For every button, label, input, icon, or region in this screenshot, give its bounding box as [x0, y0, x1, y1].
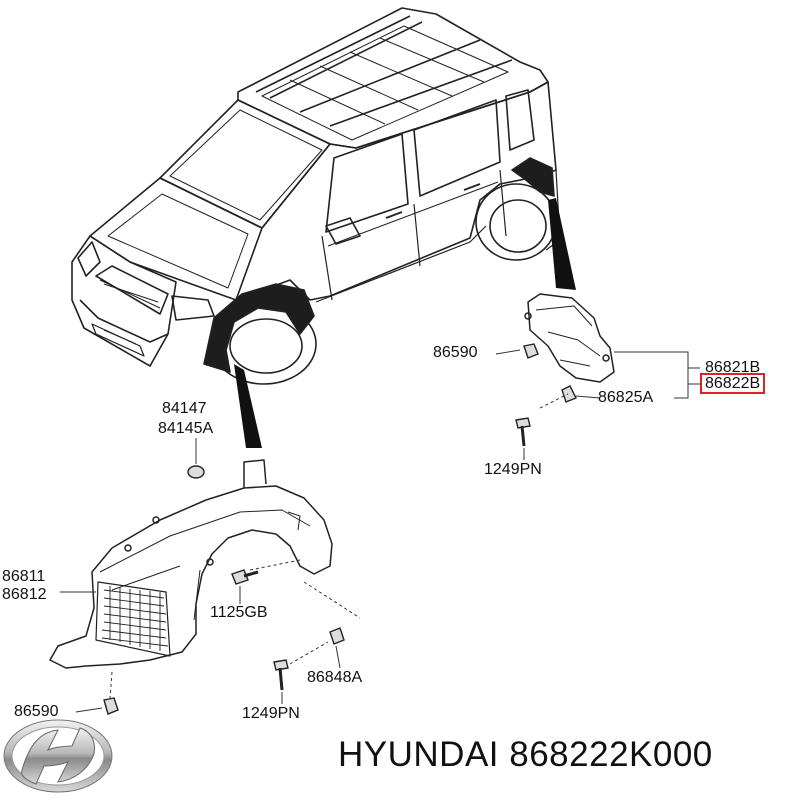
label-86811: 86811 — [2, 568, 46, 585]
label-86590-bottom: 86590 — [14, 703, 59, 720]
label-86821B: 86821B — [705, 359, 761, 376]
grommet-84147 — [187, 465, 205, 479]
label-1249PN-top: 1249PN — [484, 461, 542, 478]
label-84147: 84147 — [162, 400, 207, 417]
car-illustration — [71, 7, 561, 385]
leader-lines — [60, 349, 700, 713]
label-86590-top: 86590 — [433, 344, 478, 361]
label-84145A: 84145A — [158, 420, 214, 437]
label-86822B-highlighted: 86822B — [700, 373, 766, 394]
screw-1249PN-bottom — [273, 659, 289, 691]
front-fender-liner-part — [49, 459, 333, 669]
hyundai-logo — [3, 719, 113, 793]
label-1125GB: 1125GB — [210, 604, 268, 621]
pointer-wedge-front — [234, 364, 262, 448]
nut-86848A — [329, 627, 345, 645]
clip-86825A — [561, 385, 577, 403]
label-86848A: 86848A — [307, 669, 363, 686]
hardware-parts — [103, 343, 577, 715]
label-1249PN-bottom: 1249PN — [242, 705, 300, 722]
clip-86590-top — [523, 343, 539, 359]
pointer-wedge-rear — [548, 198, 576, 290]
rear-fender-liner-part — [524, 293, 615, 383]
bolt-1125GB — [231, 569, 259, 585]
label-86825A: 86825A — [598, 389, 654, 406]
screw-1249PN-top — [515, 417, 531, 447]
label-86812: 86812 — [2, 586, 47, 603]
clip-86590-bottom — [103, 697, 119, 715]
brand-part-number: HYUNDAI 868222K000 — [338, 735, 713, 774]
